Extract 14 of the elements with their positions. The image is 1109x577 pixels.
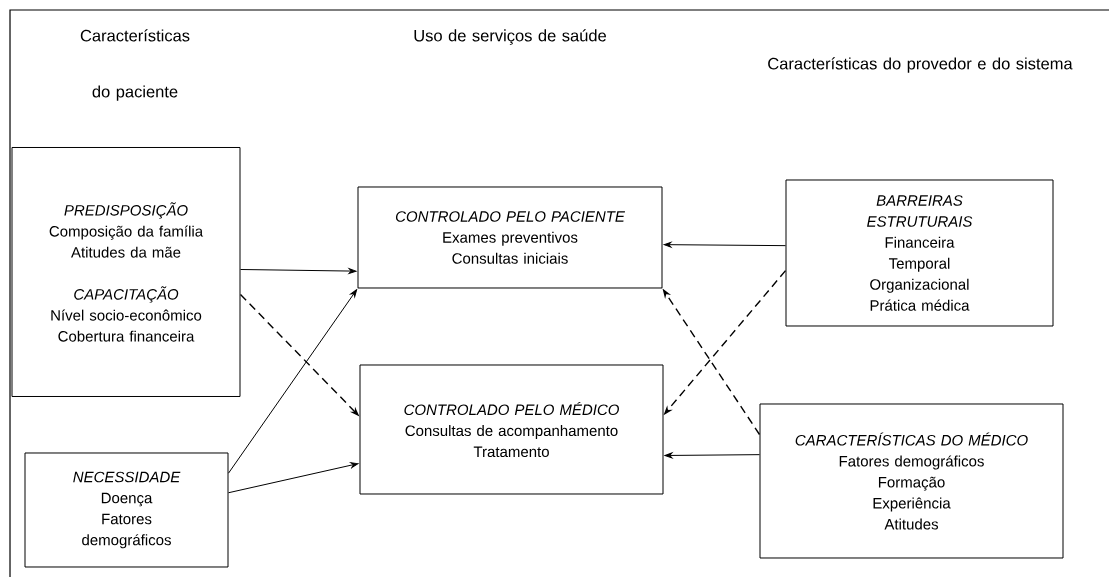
arrow bbox=[240, 268, 357, 274]
arrow bbox=[664, 452, 760, 459]
category-box: CONTROLADO PELO PACIENTE Exames preventivos Consultas iniciais bbox=[357, 186, 663, 289]
category-box: CONTROLADO PELO MÉDICO Consultas de acompanhamento Tratamento bbox=[359, 364, 664, 495]
arrow bbox=[228, 289, 358, 474]
category-box: CARACTERÍSTICAS DO MÉDICO Fatores demográficos Formação Experiência Atitudes bbox=[759, 403, 1064, 559]
column-heading: Características do paciente bbox=[80, 29, 190, 101]
arrow bbox=[663, 241, 786, 248]
category-box: PREDISPOSIÇÃO Composição da família Atitudes da mãe CAPACITAÇÃO Nível socio-econômico Cobertura financeira bbox=[11, 147, 241, 397]
column-heading: Uso de serviços de saúde bbox=[414, 29, 606, 45]
category-box: BARREIRAS ESTRUTURAIS Financeira Temporal Organizacional Prática médica bbox=[785, 179, 1054, 327]
category-box: NECESSIDADE Doença Fatores demográficos bbox=[24, 452, 229, 568]
column-heading: Características do provedor e do sistema bbox=[768, 57, 1073, 73]
arrow bbox=[228, 462, 359, 494]
